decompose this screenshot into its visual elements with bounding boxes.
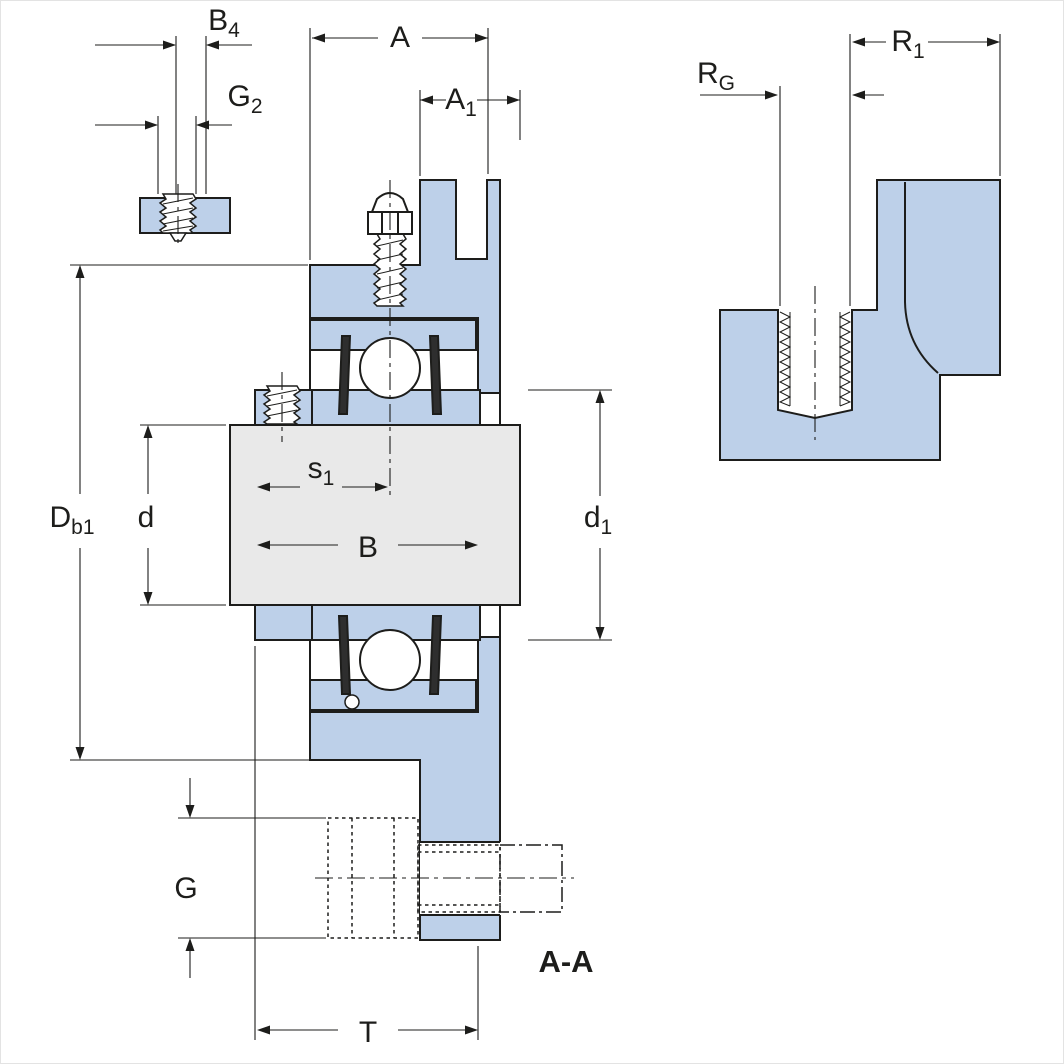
dimensions: A A1 B4 xyxy=(49,4,1001,1049)
detail-thread-right xyxy=(838,311,852,407)
shaft-group xyxy=(229,424,521,606)
detail-thread-left xyxy=(778,311,792,407)
grease-nipple-dome xyxy=(370,192,410,213)
cage-rivet xyxy=(344,694,360,710)
detail-set-screw-point xyxy=(168,232,188,242)
shaft xyxy=(229,424,521,606)
bolt-protrusion xyxy=(499,844,563,913)
dimension-B4: B4 xyxy=(95,4,252,194)
dimension-A: A xyxy=(309,21,489,260)
dimension-R1: R1 xyxy=(849,25,1001,306)
dim-label-T: T xyxy=(359,1016,377,1049)
seal-bottom-left xyxy=(337,615,352,695)
dimension-G: G xyxy=(174,778,326,978)
section-label: A-A xyxy=(538,944,593,979)
dimension-d: d xyxy=(138,424,226,606)
inner-ring-bottom xyxy=(254,604,481,641)
seal-bottom-right xyxy=(428,615,443,695)
dim-label-R1: R1 xyxy=(891,25,924,63)
dimension-T: T xyxy=(254,646,479,1049)
dimension-d1: d1 xyxy=(528,389,612,641)
detail-set-screw xyxy=(158,193,198,242)
dim-label-s1: s1 xyxy=(308,452,335,490)
dim-label-A1: A1 xyxy=(445,83,477,121)
dim-label-d: d xyxy=(138,501,155,534)
center-lines xyxy=(177,180,816,500)
dim-label-G: G xyxy=(174,872,197,905)
dimension-s1: s1 xyxy=(257,452,388,492)
dimension-A1: A1 xyxy=(419,83,521,176)
bearing-seals xyxy=(337,335,443,695)
dim-label-G2: G2 xyxy=(227,80,262,118)
dimension-B: B xyxy=(257,531,478,564)
hex-bolt xyxy=(315,817,574,939)
dim-label-RG: RG xyxy=(697,57,735,95)
seal-top-left xyxy=(337,335,352,415)
dim-label-B4: B4 xyxy=(208,4,240,42)
dim-label-d1: d1 xyxy=(584,501,612,539)
bearing-ball-bottom xyxy=(359,629,421,691)
dim-label-B: B xyxy=(358,531,378,564)
dimension-Db1: Db1 xyxy=(49,264,416,761)
detail-edges xyxy=(311,182,939,710)
detail-fillet xyxy=(904,301,939,374)
dimension-G2: G2 xyxy=(95,80,263,194)
drawing-art: A A1 B4 xyxy=(49,4,1001,1049)
dim-label-Db1: Db1 xyxy=(49,501,94,539)
dim-label-A: A xyxy=(390,21,410,54)
seal-top-right xyxy=(428,335,443,415)
dimension-RG: RG xyxy=(697,57,884,306)
detail-housing-section xyxy=(719,179,1001,461)
